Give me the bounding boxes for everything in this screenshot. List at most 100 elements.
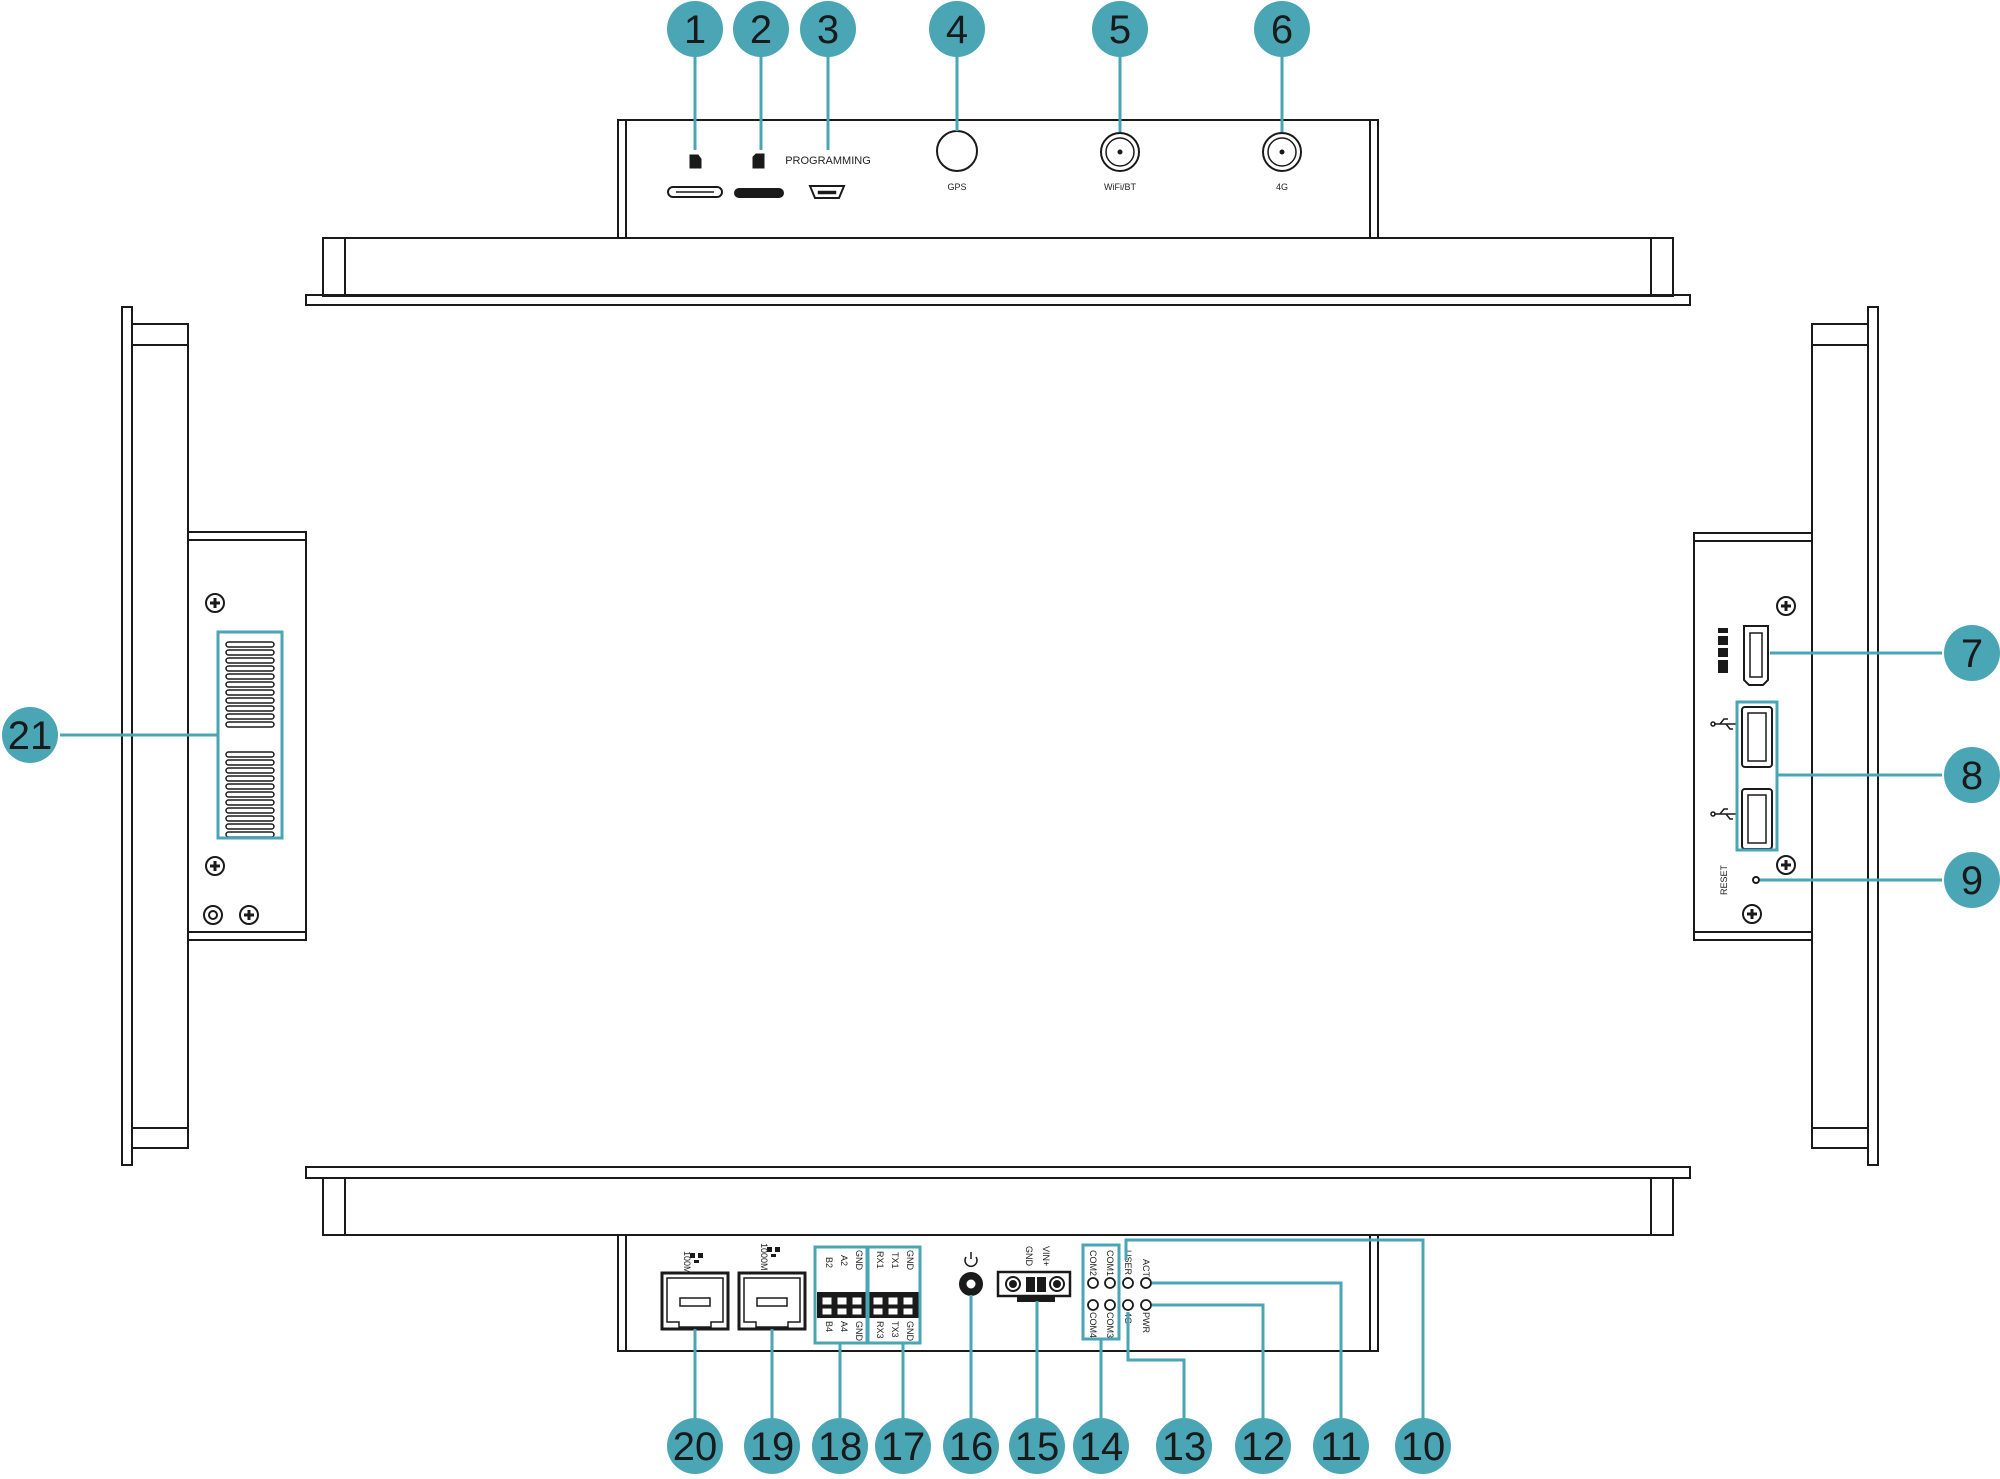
- rs485-a2-label: A2: [839, 1255, 849, 1266]
- programming-label: PROGRAMMING: [785, 155, 871, 167]
- callout-number: 8: [1961, 754, 1983, 798]
- audio-jack[interactable]: [203, 905, 223, 925]
- callout-2: 2: [733, 1, 789, 57]
- vent-slot: [225, 751, 275, 758]
- callout-15: 15: [1009, 1418, 1065, 1474]
- usb-port-1[interactable]: [1741, 706, 1773, 768]
- hdmi-port[interactable]: [1743, 625, 1769, 686]
- vent-slot: [225, 681, 275, 688]
- sim-card-icon: [689, 154, 702, 169]
- programming-port[interactable]: [808, 185, 846, 199]
- callout-circle: [733, 1, 789, 57]
- vent-slot: [225, 799, 275, 806]
- vent-slot: [225, 831, 275, 838]
- led-pwr-label: PWR: [1141, 1312, 1151, 1333]
- top-io-box: [617, 119, 1379, 239]
- callout-circle: [1395, 1418, 1451, 1474]
- screw-icon: [239, 905, 259, 925]
- power-button[interactable]: [959, 1272, 983, 1296]
- bottom-frame-edge: [305, 1166, 1691, 1179]
- vent-slot: [225, 791, 275, 798]
- vent-slot: [225, 815, 275, 822]
- callout-1: 1: [667, 1, 723, 57]
- wifi-bt-antenna-port[interactable]: [1100, 132, 1140, 172]
- vent-slot: [225, 713, 275, 720]
- callout-circle: [929, 1, 985, 57]
- leader-lines: [60, 52, 1942, 1418]
- vent-slot: [225, 649, 275, 656]
- vent-slot: [225, 783, 275, 790]
- cooling-vents: [225, 641, 275, 838]
- led-com2: [1087, 1277, 1099, 1289]
- callout-circle: [1313, 1418, 1369, 1474]
- vent-slot: [225, 657, 275, 664]
- led-com1-label: COM1: [1105, 1250, 1115, 1276]
- sd-card-icon: [752, 153, 765, 169]
- sim-slot[interactable]: [667, 186, 723, 198]
- led-user-label: USER: [1123, 1250, 1133, 1276]
- callout-number: 11: [1320, 1425, 1362, 1469]
- right-view-labels: RESET: [1719, 864, 1729, 895]
- rs485-gnd-top-label: GND: [854, 1250, 864, 1271]
- callout-number: 13: [1162, 1425, 1207, 1469]
- callout-number: 2: [750, 8, 772, 52]
- callout-circle: [1009, 1418, 1065, 1474]
- usb-icon: [1710, 808, 1736, 820]
- usb-port-2[interactable]: [1741, 788, 1773, 850]
- power-terminal[interactable]: [996, 1270, 1072, 1302]
- vent-slot: [225, 807, 275, 814]
- callout-number: 20: [673, 1425, 718, 1469]
- callout-circle: [812, 1418, 868, 1474]
- lan2-label: 1000M: [759, 1243, 769, 1271]
- callout-6: 6: [1254, 1, 1310, 57]
- vent-slot: [225, 759, 275, 766]
- rs232-rx3-label: RX3: [875, 1321, 885, 1339]
- callout-13: 13: [1156, 1418, 1212, 1474]
- callout-number: 10: [1401, 1425, 1446, 1469]
- rs232-highlight: [866, 1245, 922, 1345]
- usb-icon: [1710, 718, 1736, 730]
- callout-circle: [2, 707, 58, 763]
- callout-circle: [744, 1418, 800, 1474]
- rs485-terminal-block[interactable]: [817, 1292, 869, 1318]
- left-view: [121, 306, 307, 1166]
- callout-circle: [943, 1418, 999, 1474]
- wifi-bt-label: WiFi/BT: [1104, 182, 1136, 192]
- callout-circle: [1235, 1418, 1291, 1474]
- callout-number: 12: [1241, 1425, 1286, 1469]
- callout-14: 14: [1073, 1418, 1129, 1474]
- top-frame: [322, 237, 1674, 297]
- callout-10: 10: [1395, 1418, 1451, 1474]
- led-com4-label: COM4: [1088, 1312, 1098, 1338]
- led-4g: [1122, 1299, 1134, 1311]
- callout-17: 17: [875, 1418, 931, 1474]
- callout-11: 11: [1313, 1418, 1369, 1474]
- lte-antenna-port[interactable]: [1262, 132, 1302, 172]
- callout-number: 18: [818, 1425, 863, 1469]
- network-icon: [690, 1247, 780, 1263]
- callout-7: 7: [1944, 625, 2000, 681]
- callout-circle: [1254, 1, 1310, 57]
- led-act-label: ACT: [1141, 1259, 1151, 1278]
- gps-antenna-port[interactable]: [936, 130, 978, 172]
- led-act: [1140, 1277, 1152, 1289]
- vent-slot: [225, 705, 275, 712]
- callout-number: 5: [1109, 8, 1131, 52]
- callout-number: 17: [881, 1425, 926, 1469]
- sd-slot[interactable]: [734, 188, 784, 198]
- rs232-terminal-block[interactable]: [868, 1292, 920, 1318]
- callout-8: 8: [1944, 747, 2000, 803]
- lan-port-100m[interactable]: [660, 1271, 730, 1331]
- callout-circle: [1073, 1418, 1129, 1474]
- reset-button[interactable]: [1752, 876, 1760, 884]
- rs485-b4-label: B4: [824, 1321, 834, 1332]
- bottom-frame: [322, 1177, 1674, 1236]
- rs232-tx3-label: TX3: [890, 1321, 900, 1338]
- callout-number: 1: [684, 8, 706, 52]
- lan-port-1000m[interactable]: [737, 1271, 807, 1331]
- screw-icon: [1742, 904, 1762, 924]
- rs485-b2-label: B2: [824, 1257, 834, 1268]
- bottom-view: [305, 1166, 1691, 1352]
